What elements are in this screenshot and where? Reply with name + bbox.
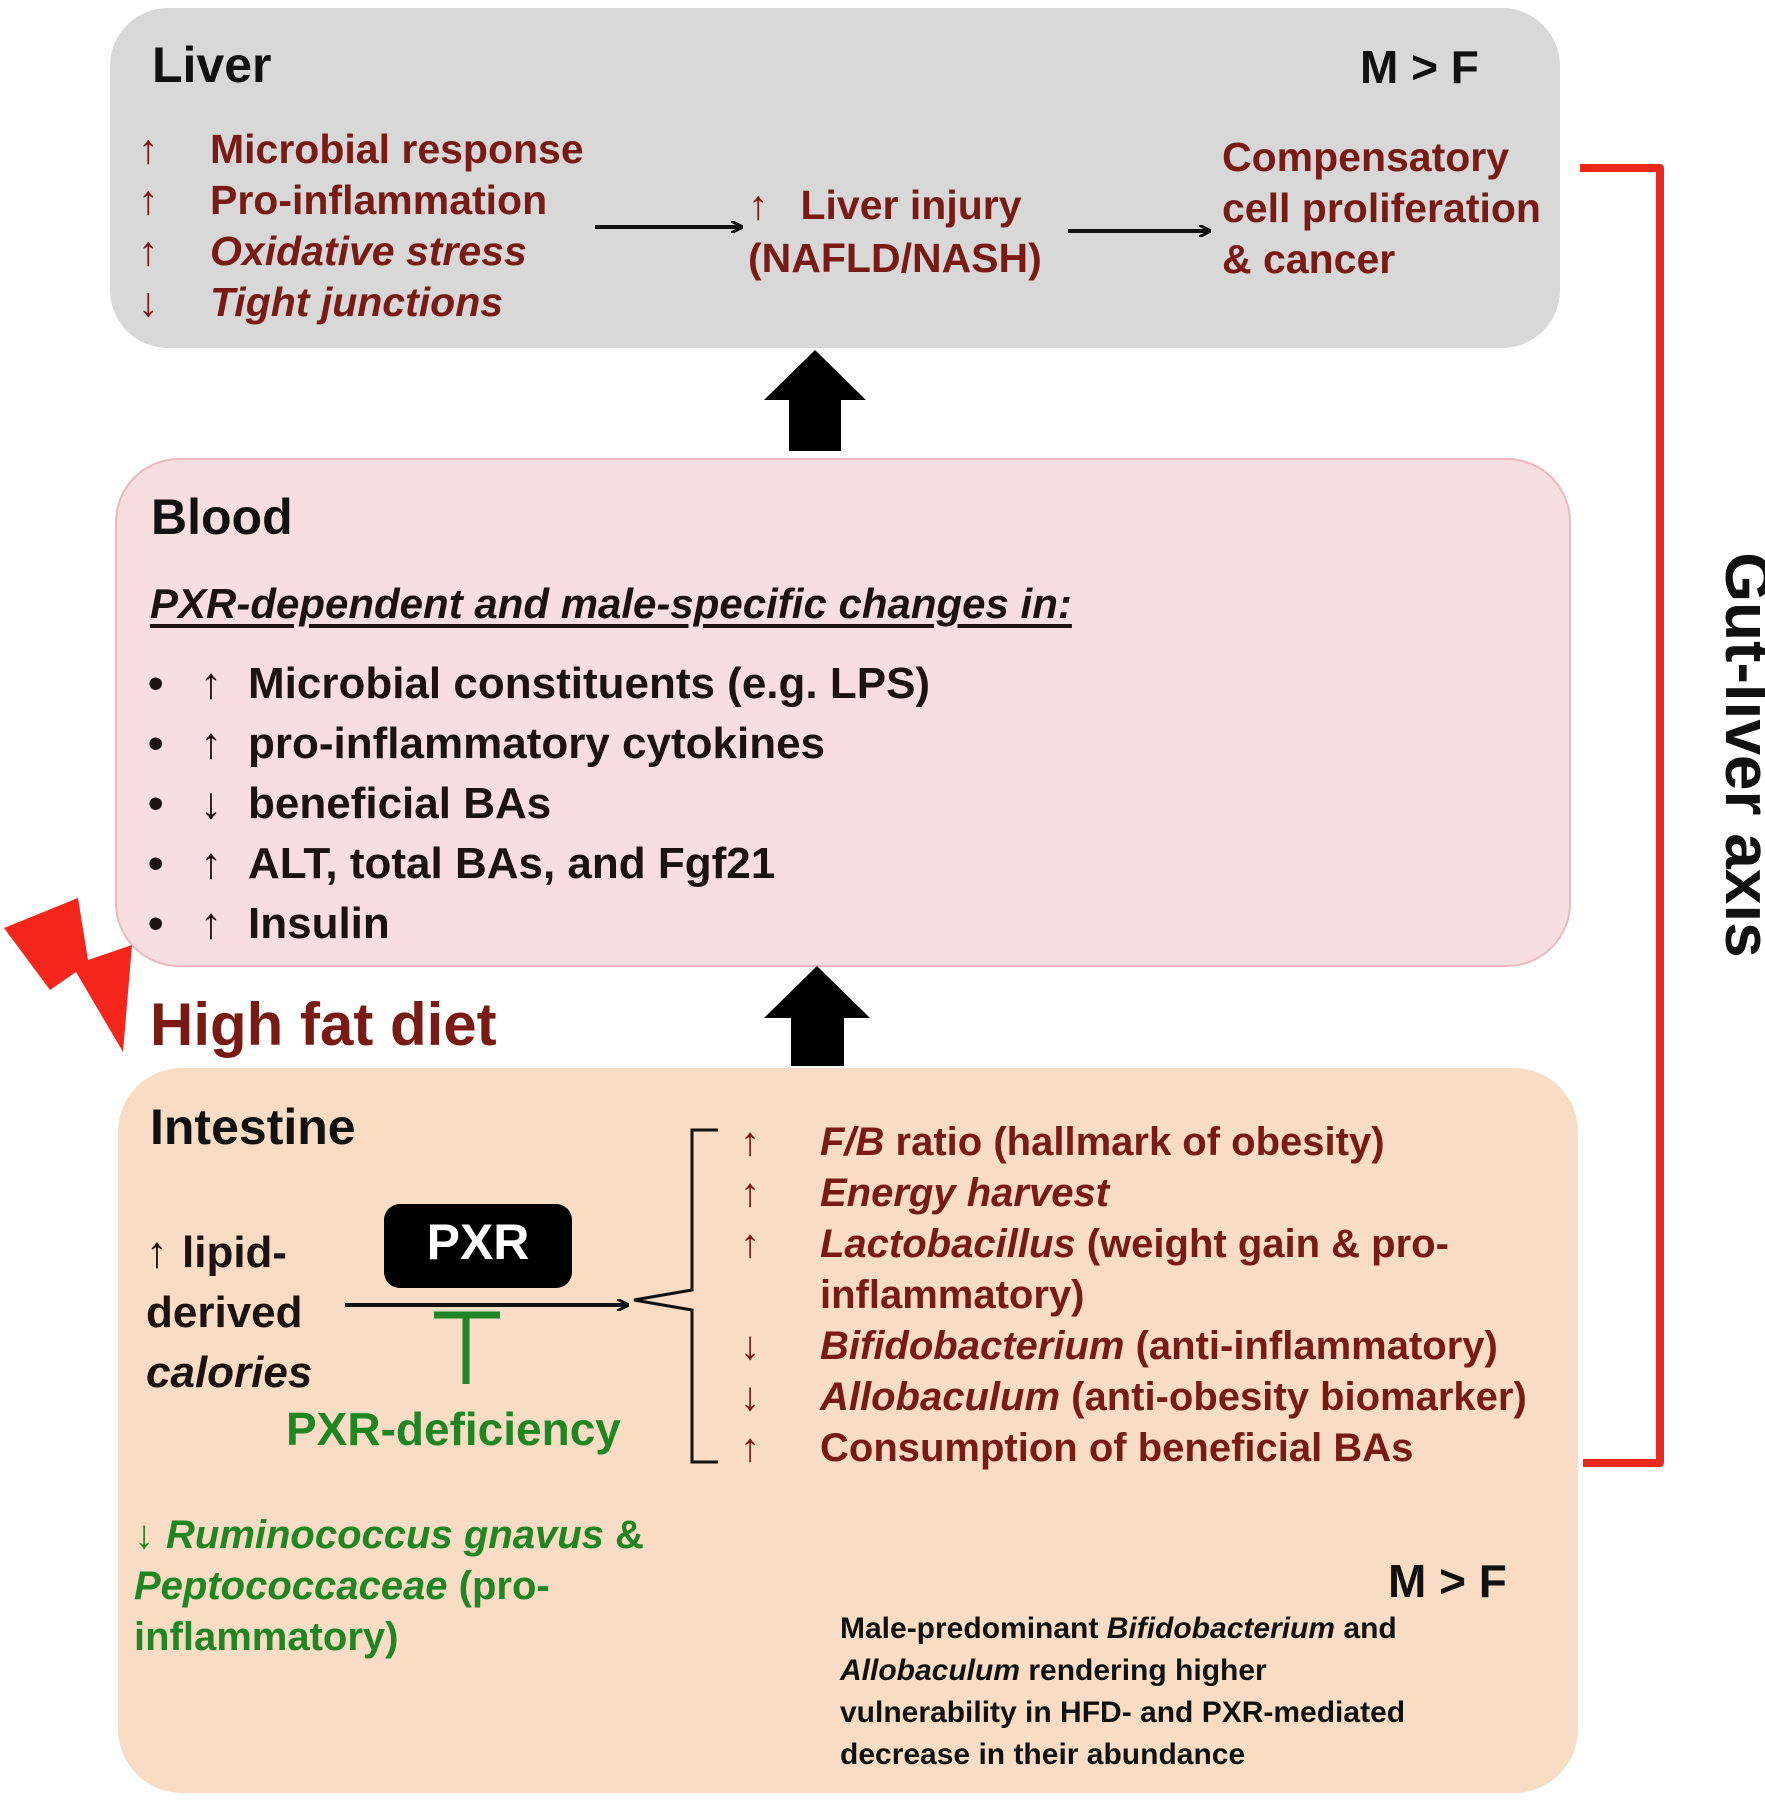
- down-arrow-icon: ↓: [740, 1375, 760, 1419]
- liver-title: Liver: [152, 37, 272, 93]
- up-arrow-icon: ↑: [138, 228, 159, 274]
- blood-item: •↑Microbial constituents (e.g. LPS): [148, 654, 930, 714]
- liver-outcome-label: Compensatory cell proliferation & cancer: [1222, 134, 1541, 282]
- up-arrow-icon: ↑: [200, 659, 222, 708]
- blood-item: •↑pro-inflammatory cytokines: [148, 714, 930, 774]
- up-arrow-icon: ↑: [200, 719, 222, 768]
- liver-injury-sublabel: (NAFLD/NASH): [748, 235, 1042, 281]
- down-arrow-icon: ↓: [740, 1324, 760, 1368]
- pxr-box: [384, 1204, 572, 1288]
- intestine-to-blood-arrow: [764, 966, 870, 1066]
- up-arrow-icon: ↑: [748, 182, 769, 228]
- liver-effect-row: ↑Pro-inflammation: [138, 175, 584, 226]
- lightning-bolt-icon: [4, 898, 132, 1052]
- blood-item: •↑Insulin: [148, 894, 930, 954]
- liver-effect-row: ↑Oxidative stress: [138, 226, 584, 277]
- intestine-effect-row: ↑Energy harvest: [740, 1168, 1527, 1219]
- liver-effect-row: ↑Microbial response: [138, 124, 584, 175]
- intestine-sex-bias: M > F: [1388, 1555, 1507, 1607]
- intestine-input-label: ↑lipid- derived calories: [146, 1228, 313, 1397]
- down-arrow-icon: ↓: [200, 779, 222, 828]
- up-arrow-icon: ↑: [200, 899, 222, 948]
- blood-panel: [115, 458, 1571, 967]
- intestine-effect-row: ↑F/B ratio (hallmark of obesity): [740, 1117, 1527, 1168]
- intestine-effect-row: ↑Consumption of beneficial BAs: [740, 1423, 1527, 1474]
- intestine-effect-row: ↑Lactobacillus (weight gain & pro-: [740, 1219, 1527, 1270]
- liver-effect-row: ↓Tight junctions: [138, 277, 584, 328]
- blood-item: •↓beneficial BAs: [148, 774, 930, 834]
- liver-sex-bias: M > F: [1360, 41, 1479, 93]
- intestine-effect-row: ↓Bifidobacterium (anti-inflammatory): [740, 1321, 1527, 1372]
- intestine-effect-row: inflammatory): [820, 1273, 1085, 1317]
- pxr-label: PXR: [426, 1214, 530, 1270]
- down-arrow-icon: ↓: [138, 279, 159, 325]
- intestine-title: Intestine: [150, 1099, 356, 1155]
- gut-liver-axis-bracket: [1580, 164, 1664, 1467]
- blood-subtitle: PXR-dependent and male-specific changes …: [150, 580, 1072, 627]
- up-arrow-icon: ↑: [740, 1426, 760, 1470]
- up-arrow-icon: ↑: [200, 839, 222, 888]
- up-arrow-icon: ↑: [146, 1228, 168, 1277]
- up-arrow-icon: ↑: [740, 1171, 760, 1215]
- intestine-caption: Male-predominant Bifidobacterium and All…: [840, 1612, 1406, 1771]
- high-fat-diet-label: High fat diet: [150, 991, 497, 1058]
- intestine-panel: [118, 1068, 1578, 1793]
- pxr-deficiency-label: PXR-deficiency: [286, 1403, 621, 1455]
- intestine-effect-row: ↓Allobaculum (anti-obesity biomarker): [740, 1372, 1527, 1423]
- blood-to-liver-arrow: [764, 350, 866, 451]
- liver-effects-list: ↑Microbial response ↑Pro-inflammation ↑O…: [138, 124, 584, 328]
- green-microbe-note: ↓Ruminococcus gnavus & Peptococcaceae (p…: [134, 1513, 644, 1659]
- liver-panel: [110, 8, 1560, 348]
- liver-injury-label: ↑Liver injury: [748, 182, 1022, 228]
- up-arrow-icon: ↑: [740, 1222, 760, 1266]
- down-arrow-icon: ↓: [134, 1513, 154, 1557]
- blood-items-list: •↑Microbial constituents (e.g. LPS) •↑pr…: [148, 654, 930, 954]
- intestine-effects-list: ↑F/B ratio (hallmark of obesity) ↑Energy…: [740, 1117, 1527, 1474]
- effects-bracket: [633, 1128, 718, 1464]
- up-arrow-icon: ↑: [138, 126, 159, 172]
- up-arrow-icon: ↑: [138, 177, 159, 223]
- up-arrow-icon: ↑: [740, 1120, 760, 1164]
- blood-title: Blood: [151, 489, 293, 545]
- blood-item: •↑ALT, total BAs, and Fgf21: [148, 834, 930, 894]
